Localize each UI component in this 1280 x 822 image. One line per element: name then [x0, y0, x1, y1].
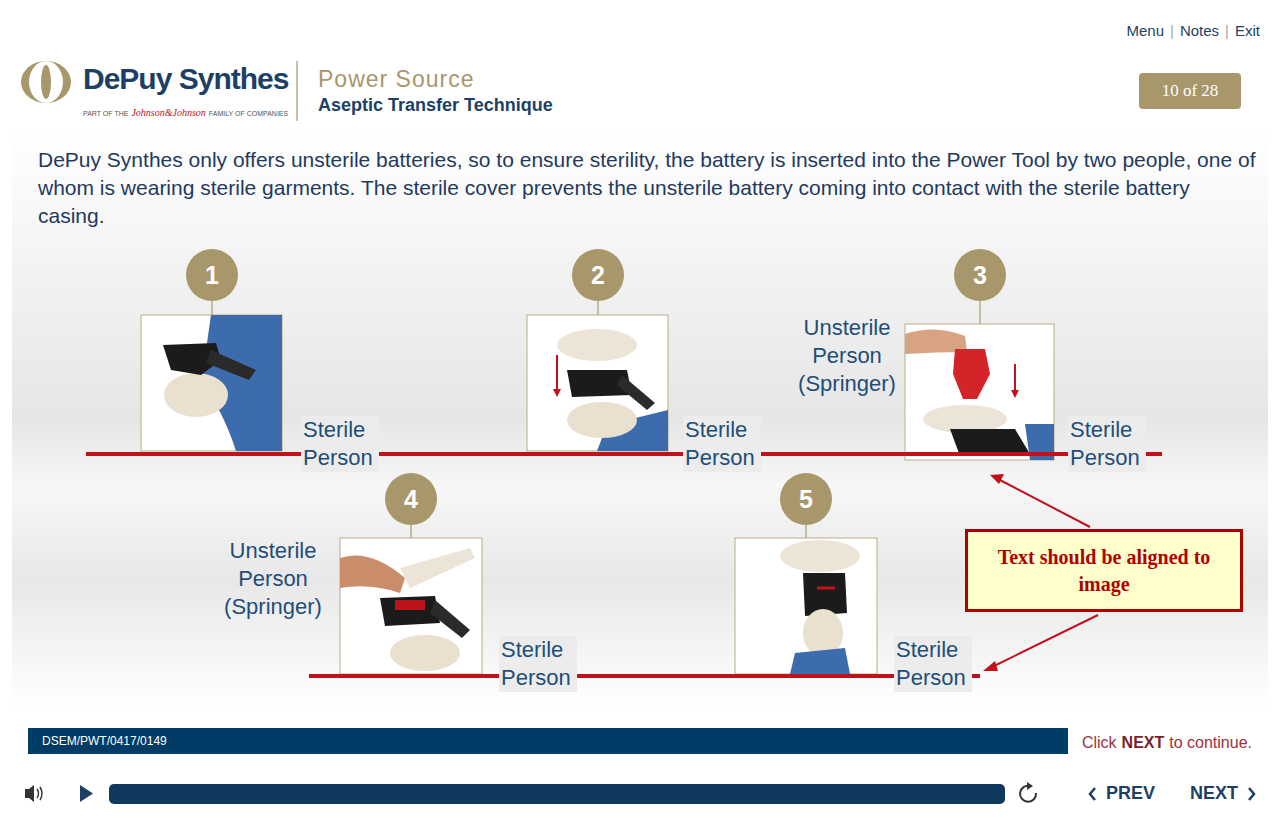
module-subtitle: Aseptic Transfer Technique: [318, 95, 553, 116]
node-text-block: DSEM/PWT/0417/0149: [42, 734, 167, 748]
hint-emphasis: NEXT: [1122, 734, 1165, 752]
module-title: Power Source: [318, 66, 474, 93]
node-text-block: Text should be aligned to image: [980, 544, 1228, 598]
menu-link: Notes: [1180, 22, 1219, 39]
step-number: 3: [954, 249, 1006, 301]
role-label: Unsterile Person (Springer): [788, 314, 906, 398]
photo-step-3: [905, 324, 1054, 460]
node-text-block: 10 of 28: [1162, 81, 1219, 101]
photo-step-2: [527, 315, 668, 451]
continue-hint: Click NEXTto continue.: [1082, 734, 1252, 752]
callout-number: 3: [973, 261, 987, 290]
next-button: NEXT: [1190, 783, 1238, 804]
role-label: Sterile Person: [683, 416, 761, 472]
prev-chevron: [1090, 788, 1095, 800]
photo-step-4: [340, 538, 482, 674]
role-label: Sterile Person: [1068, 416, 1146, 472]
intro-paragraph: DePuy Synthes only offers unsterile batt…: [38, 146, 1260, 230]
photo-step-5: [735, 538, 877, 674]
logo-text: DePuy Synthes: [83, 62, 288, 96]
step-number: 2: [572, 249, 624, 301]
node-text: Text should be aligned to image: [980, 544, 1228, 598]
speaker-icon: [25, 785, 42, 802]
play-icon: [80, 785, 93, 802]
progress-bar: [109, 784, 1005, 804]
node-text-block: 3: [973, 261, 987, 290]
replay-icon: [1020, 782, 1036, 802]
role-label: Sterile Person: [499, 636, 577, 692]
logo-brand: Johnson&Johnson: [131, 107, 205, 118]
page-counter: 10 of 28: [1139, 73, 1241, 109]
step-number: 1: [186, 249, 238, 301]
role-label: Unsterile Person (Springer): [214, 537, 332, 621]
logo-tagline: PART OF THEJohnson&Johnson FAMILY OF COMP…: [83, 107, 288, 118]
hint-text: Click: [1082, 734, 1117, 752]
node-text-block: 2: [591, 261, 605, 290]
role-label: Sterile Person: [301, 416, 379, 472]
callout-number: 4: [404, 485, 418, 514]
separator: |: [1170, 22, 1174, 39]
photo-stems: [212, 301, 980, 538]
callout-number: 2: [591, 261, 605, 290]
menu-link: Menu: [1126, 22, 1164, 39]
alignment-line: [309, 674, 980, 678]
step-number: 4: [385, 473, 437, 525]
role-label: Sterile Person: [894, 636, 972, 692]
logo-tagline-text: FAMILY OF COMPANIES: [209, 110, 288, 117]
node-text-block: 5: [799, 485, 813, 514]
top-menu: Menu | Notes | Exit: [1126, 22, 1260, 39]
callout-number: 5: [799, 485, 813, 514]
next-chevron: [1249, 788, 1254, 800]
callout-number: 1: [205, 261, 219, 290]
review-callout: Text should be aligned to image: [965, 529, 1243, 612]
prev-button: PREV: [1106, 783, 1155, 804]
header-divider: [296, 61, 298, 121]
step-number: 5: [780, 473, 832, 525]
separator: |: [1225, 22, 1229, 39]
menu-link: Exit: [1235, 22, 1260, 39]
node-text-block: 1: [205, 261, 219, 290]
node-text-block: 4: [404, 485, 418, 514]
node-text: DSEM/PWT/0417/0149: [42, 734, 167, 748]
footer-bar: DSEM/PWT/0417/0149: [28, 728, 1068, 754]
alignment-line: [86, 452, 1162, 456]
logo-tagline-text: PART OF THE: [83, 110, 128, 117]
hint-text: to continue.: [1169, 734, 1252, 752]
logo-mark: [21, 61, 71, 103]
node-text: 10 of 28: [1162, 81, 1219, 101]
photo-step-1: [141, 315, 282, 451]
